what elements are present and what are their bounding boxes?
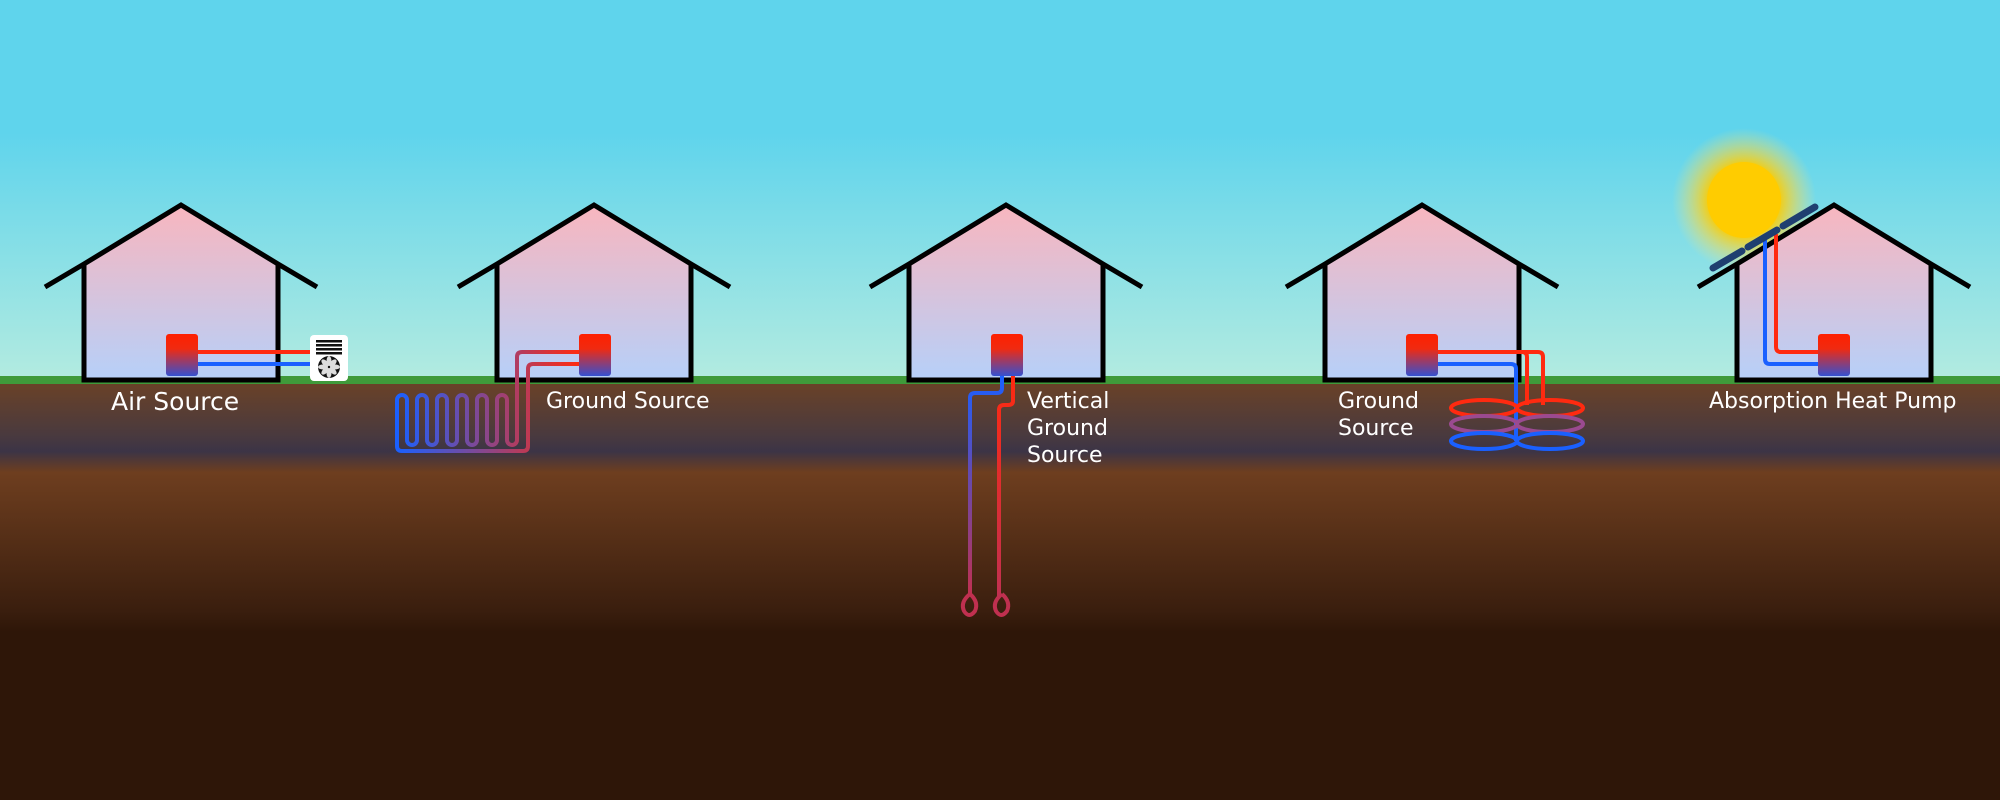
vertical-borehole-cold <box>968 376 1004 596</box>
borehole-loop <box>960 592 979 617</box>
label-line: Source <box>1338 416 1414 441</box>
heat-pump-unit <box>1818 334 1850 376</box>
label-ground-source-slinky: Ground Source <box>1338 388 1419 442</box>
label-ground-source: Ground Source <box>546 389 710 414</box>
cold-pipe <box>1438 362 1518 441</box>
heat-pump-unit <box>991 334 1023 376</box>
slinky-coil <box>1449 398 1585 451</box>
fan-icon <box>310 335 348 381</box>
heat-pump-unit <box>1406 334 1438 376</box>
heat-pump-unit <box>166 334 198 376</box>
label-air-source: Air Source <box>111 387 240 416</box>
vertical-borehole-hot <box>997 376 1015 596</box>
label-line: Ground <box>1338 389 1419 414</box>
hot-pipe <box>1774 234 1832 354</box>
label-absorption-heat-pump: Absorption Heat Pump <box>1709 389 1957 414</box>
borehole-loop <box>992 592 1011 617</box>
label-line: Ground <box>1027 416 1108 441</box>
label-line: Source <box>1027 443 1103 468</box>
label-vertical-ground-source: Vertical Ground Source <box>1027 388 1109 469</box>
heat-pump-unit <box>579 334 611 376</box>
cold-pipe <box>1763 240 1832 366</box>
label-line: Vertical <box>1027 389 1110 414</box>
ground-loop-serpentine <box>395 350 579 453</box>
solar-panel-icon <box>1709 203 1819 272</box>
hot-pipe <box>1438 350 1545 405</box>
